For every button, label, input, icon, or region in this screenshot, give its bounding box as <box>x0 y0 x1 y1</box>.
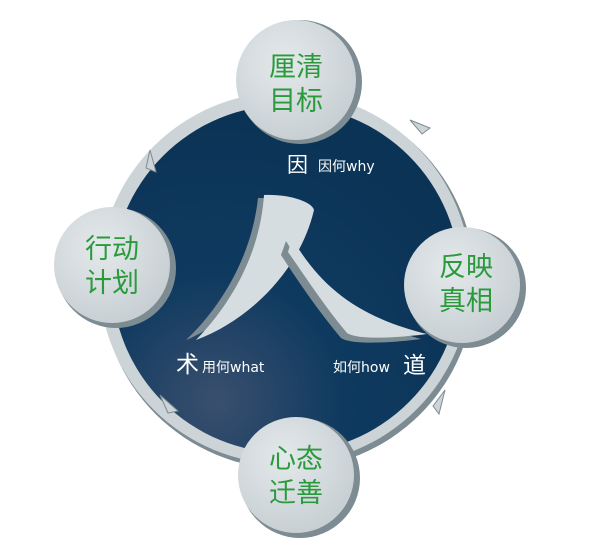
what-small-label: 用何what <box>202 360 265 376</box>
node-bottom[interactable]: 心态 迁善 <box>238 417 360 538</box>
why-big-label: 因 <box>287 153 308 177</box>
how-small-label: 如何how <box>333 360 390 376</box>
why-small-label: 因何why <box>318 159 375 175</box>
node-left[interactable]: 行动 计划 <box>54 207 176 328</box>
node-right-line1: 反映 <box>439 252 493 283</box>
node-bottom-line1: 心态 <box>269 444 323 475</box>
node-top-line2: 目标 <box>269 86 323 117</box>
node-left-line2: 计划 <box>85 268 139 299</box>
ring <box>99 92 475 469</box>
arrow-marks <box>145 119 446 416</box>
what-big-label: 术 <box>176 352 199 378</box>
how-big-label: 道 <box>403 353 426 379</box>
node-top-line1: 厘清 <box>269 52 323 83</box>
node-top[interactable]: 厘清 目标 <box>236 20 362 144</box>
node-right-line2: 真相 <box>439 286 493 317</box>
node-right[interactable]: 反映 真相 <box>404 227 526 348</box>
character-ren <box>186 194 427 343</box>
node-bottom-line2: 迁善 <box>269 478 323 509</box>
center-circle <box>112 105 460 453</box>
node-left-line1: 行动 <box>85 234 139 265</box>
